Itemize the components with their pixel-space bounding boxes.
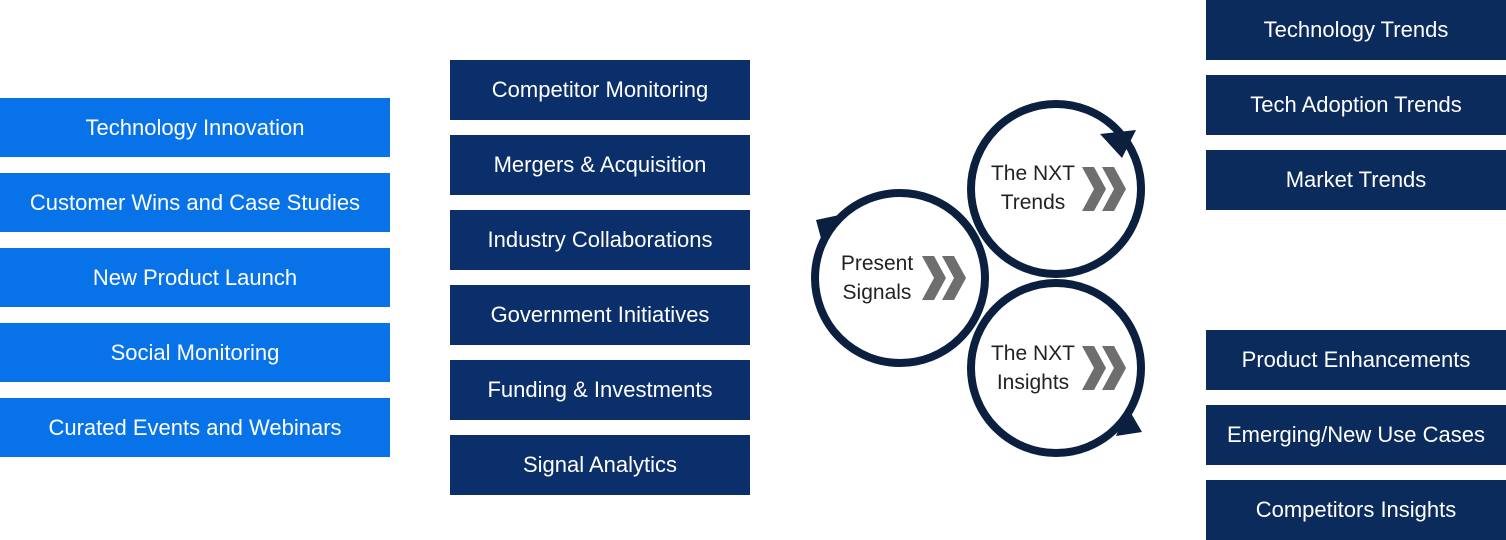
box-market-trends: Market Trends bbox=[1206, 150, 1506, 210]
present-line1: Present bbox=[840, 252, 914, 275]
box-government-initiatives: Government Initiatives bbox=[450, 285, 750, 345]
box-technology-innovation: Technology Innovation bbox=[0, 98, 390, 157]
nxt-insights-label: The NXT Insights bbox=[978, 339, 1088, 397]
box-product-enhancements: Product Enhancements bbox=[1206, 330, 1506, 390]
trends-arrowhead-icon bbox=[1100, 130, 1136, 158]
insights-line1: The NXT bbox=[990, 342, 1076, 365]
trends-line1: The NXT bbox=[990, 162, 1076, 185]
cycle-circles bbox=[811, 100, 1145, 457]
nxt-cycle-diagram: Present Signals The NXT Trends The NXT I… bbox=[800, 90, 1160, 470]
box-tech-adoption-trends: Tech Adoption Trends bbox=[1206, 75, 1506, 135]
present-arrowhead-icon bbox=[816, 214, 844, 242]
insights-line2: Insights bbox=[996, 371, 1070, 394]
box-industry-collaborations: Industry Collaborations bbox=[450, 210, 750, 270]
present-signals-circle bbox=[811, 189, 989, 367]
nxt-trends-label: The NXT Trends bbox=[978, 159, 1088, 217]
box-funding-investments: Funding & Investments bbox=[450, 360, 750, 420]
insights-arrowhead-icon bbox=[1116, 408, 1142, 436]
box-competitor-monitoring: Competitor Monitoring bbox=[450, 60, 750, 120]
box-social-monitoring: Social Monitoring bbox=[0, 323, 390, 382]
box-mergers-acquisition: Mergers & Acquisition bbox=[450, 135, 750, 195]
nxt-insights-circle bbox=[967, 279, 1145, 457]
box-signal-analytics: Signal Analytics bbox=[450, 435, 750, 495]
present-line2: Signals bbox=[842, 281, 912, 304]
present-signals-label: Present Signals bbox=[822, 249, 932, 307]
box-technology-trends: Technology Trends bbox=[1206, 0, 1506, 60]
box-new-product-launch: New Product Launch bbox=[0, 248, 390, 307]
box-emerging-use-cases: Emerging/New Use Cases bbox=[1206, 405, 1506, 465]
box-customer-wins: Customer Wins and Case Studies bbox=[0, 173, 390, 232]
nxt-trends-circle bbox=[967, 100, 1145, 278]
trends-line2: Trends bbox=[1000, 191, 1066, 214]
box-competitors-insights: Competitors Insights bbox=[1206, 480, 1506, 540]
box-curated-events: Curated Events and Webinars bbox=[0, 398, 390, 457]
